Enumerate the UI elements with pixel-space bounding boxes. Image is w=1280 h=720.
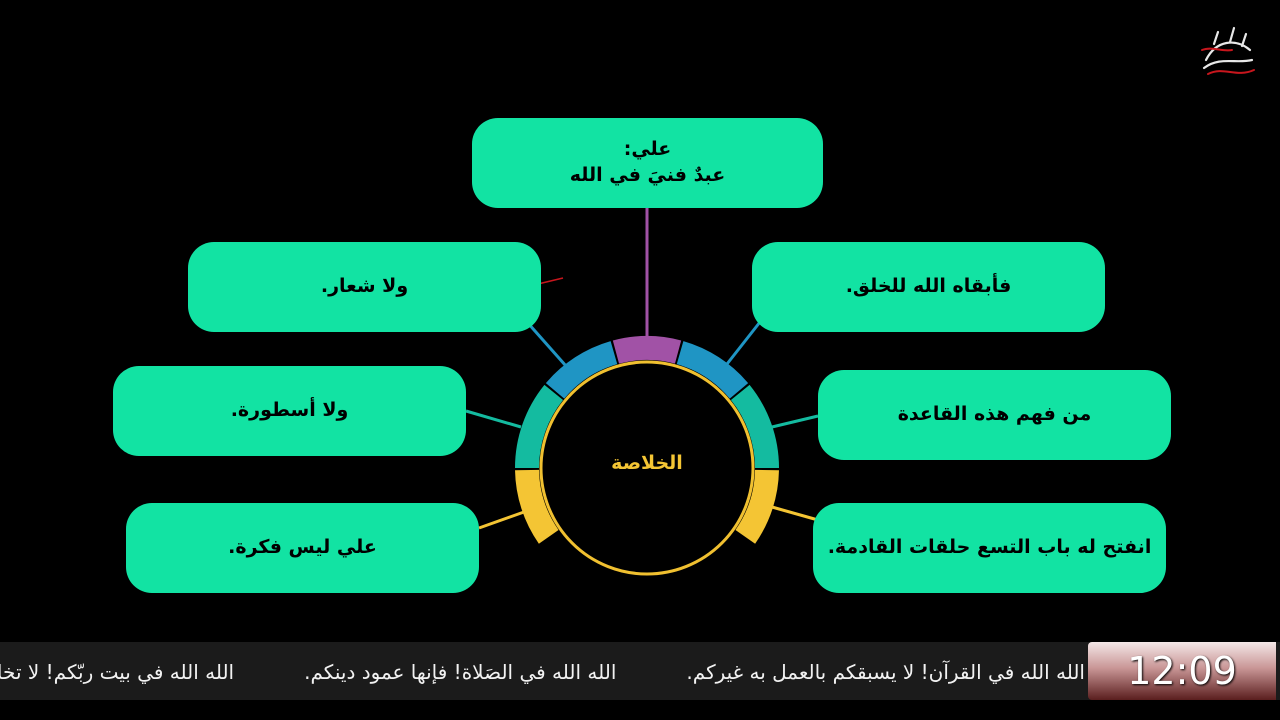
ring-segment-mid-right bbox=[730, 384, 779, 468]
news-ticker-bar bbox=[0, 642, 1280, 700]
ring-segment-top bbox=[612, 336, 682, 364]
node-right-1-text: فأبقاه الله للخلق. bbox=[845, 275, 1012, 298]
ring-segment-upper-left bbox=[545, 341, 618, 399]
node-left-3-text: علي ليس فكرة. bbox=[228, 536, 377, 559]
node-top-line2: عبدٌ فنيَ في الله bbox=[569, 164, 726, 186]
node-left-1: ولا شعار. bbox=[188, 242, 541, 332]
node-left-2: ولا أسطورة. bbox=[113, 366, 466, 456]
connector-right-1 bbox=[725, 321, 762, 365]
connector-right-3 bbox=[771, 505, 819, 522]
connector-left-2 bbox=[465, 409, 522, 429]
clock-display: 12:09 bbox=[1088, 642, 1276, 700]
ring-segment-low-right bbox=[735, 469, 779, 544]
connector-left-3 bbox=[478, 510, 525, 530]
ticker-item: الله الله في بيت ربّكم! لا تخلوه ما بقيت… bbox=[0, 660, 235, 684]
node-left-1-text: ولا شعار. bbox=[320, 275, 409, 298]
connector-lines bbox=[465, 208, 819, 530]
ticker-item: الله الله في القرآن! لا يسبقكم بالعمل به… bbox=[686, 660, 1085, 684]
ring-segment-upper-right bbox=[676, 341, 749, 399]
node-top: علي: عبدٌ فنيَ في الله bbox=[472, 118, 823, 208]
center-label: الخلاصة bbox=[611, 452, 683, 474]
node-right-2-text: من فهم هذه القاعدة bbox=[897, 403, 1092, 426]
connector-right-2 bbox=[771, 414, 819, 429]
ring-segments bbox=[515, 336, 779, 544]
node-right-2: من فهم هذه القاعدة bbox=[818, 370, 1171, 460]
node-left-2-text: ولا أسطورة. bbox=[230, 399, 349, 422]
node-right-3-text: انفتح له باب التسع حلقات القادمة. bbox=[827, 536, 1152, 559]
node-left-3: علي ليس فكرة. bbox=[126, 503, 479, 593]
connector-left-1 bbox=[525, 321, 568, 367]
channel-logo-icon bbox=[1201, 26, 1255, 75]
node-top-line1: علي: bbox=[623, 138, 672, 161]
node-right-1: فأبقاه الله للخلق. bbox=[752, 242, 1105, 332]
news-ticker: الله الله في القرآن! لا يسبقكم بالعمل به… bbox=[0, 652, 1085, 692]
ticker-item: الله الله في الصَلاة! فإنها عمود دينكم. bbox=[304, 660, 617, 684]
center-ring bbox=[539, 360, 755, 576]
ring-segment-mid-left bbox=[515, 384, 564, 468]
node-right-3: انفتح له باب التسع حلقات القادمة. bbox=[813, 503, 1166, 593]
ring-segment-low-left bbox=[515, 469, 559, 544]
